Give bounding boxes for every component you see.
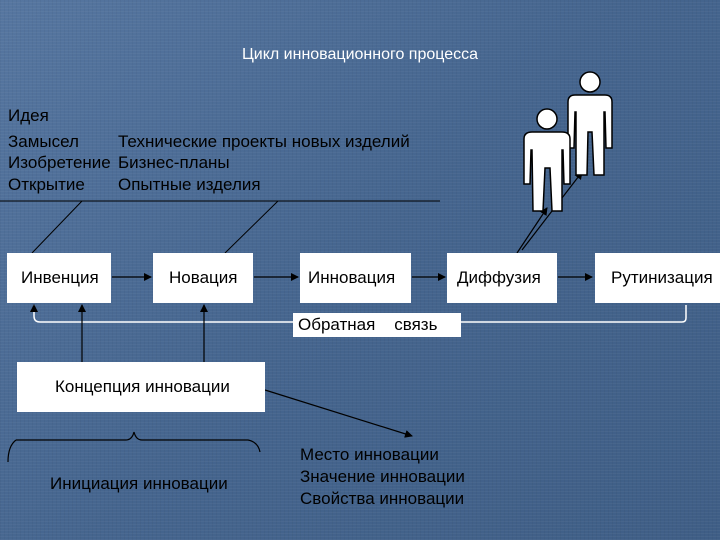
diagonal-line-right [224,200,279,254]
stage-label-diffusion: Диффузия [457,268,541,287]
stage-box-novation: Новация [153,253,253,303]
top-list-item-prototypes: Опытные изделия [118,175,261,194]
top-list-item-projects: Технические проекты новых изделий [118,132,410,151]
top-list-item-discovery: Открытие [8,175,85,194]
arrow-diffusion-people-1 [516,207,548,254]
stage-box-invention: Инвенция [7,253,111,303]
concept-box: Концепция инновации [17,362,265,412]
top-list-item-concept: Замысел [8,132,79,151]
properties-of-innovation: Свойства инновации [300,489,465,508]
stage-label-innovation: Инновация [308,268,396,287]
place-of-innovation: Место инновации [300,445,439,464]
stage-box-routinization: Рутинизация [595,253,720,303]
concept-to-properties-line [264,389,413,438]
top-list-item-business-plans: Бизнес-планы [118,153,230,172]
stage-label-novation: Новация [169,268,238,287]
top-list-item-idea: Идея [8,106,49,125]
stage-label-routinization: Рутинизация [611,268,713,287]
initiation-brace [7,431,261,463]
stage-label-invention: Инвенция [21,268,99,287]
arrow-diffusion-people-2 [521,171,583,251]
feedback-label-text: Обратная связь [298,315,438,334]
feedback-label: Обратная связь [293,313,461,337]
stage-box-innovation: Инновация [300,253,411,303]
top-list-item-invention: Изобретение [8,153,111,172]
concept-box-label: Концепция инновации [55,377,230,396]
diagonal-line-left [31,200,83,254]
initiation-label: Инициация инновации [50,474,228,493]
meaning-of-innovation: Значение инновации [300,467,465,486]
stage-box-diffusion: Диффузия [447,253,557,303]
page-title: Цикл инновационного процесса [241,46,479,63]
